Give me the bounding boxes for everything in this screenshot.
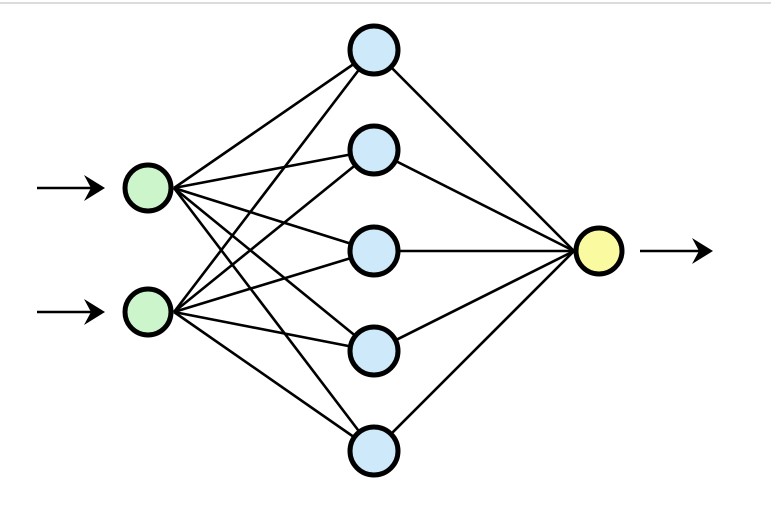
output-1-node xyxy=(573,225,625,277)
edge-hidden-4-to-output-1 xyxy=(373,249,575,353)
edge-hidden-2-to-output-1 xyxy=(373,148,575,253)
output-arrow-head-icon xyxy=(692,238,713,264)
hidden-1-node xyxy=(347,23,401,77)
edge-input-2-to-hidden-2 xyxy=(173,148,375,314)
hidden-5-node xyxy=(347,424,401,478)
input-arrow-2-head-icon xyxy=(84,299,105,325)
edge-input-1-to-hidden-1 xyxy=(173,48,375,190)
edge-input-1-to-hidden-4 xyxy=(173,186,375,353)
edge-input-1-to-hidden-2 xyxy=(173,148,375,190)
hidden-4-node xyxy=(347,324,401,378)
input-1-node xyxy=(122,162,174,214)
edge-hidden-5-to-output-1 xyxy=(373,250,575,452)
edge-input-2-to-hidden-5 xyxy=(173,310,375,453)
top-border-line xyxy=(0,2,771,4)
edge-input-2-to-hidden-1 xyxy=(172,49,376,313)
edge-input-1-to-hidden-5 xyxy=(172,187,376,452)
edge-input-2-to-hidden-4 xyxy=(173,310,375,353)
input-2-node xyxy=(122,286,174,338)
hidden-2-node xyxy=(347,123,401,177)
edge-input-2-to-hidden-3 xyxy=(173,249,375,314)
input-arrow-1-head-icon xyxy=(84,175,105,201)
edge-hidden-1-to-output-1 xyxy=(373,49,575,252)
edge-input-1-to-hidden-3 xyxy=(173,186,375,253)
hidden-3-node xyxy=(347,224,401,278)
